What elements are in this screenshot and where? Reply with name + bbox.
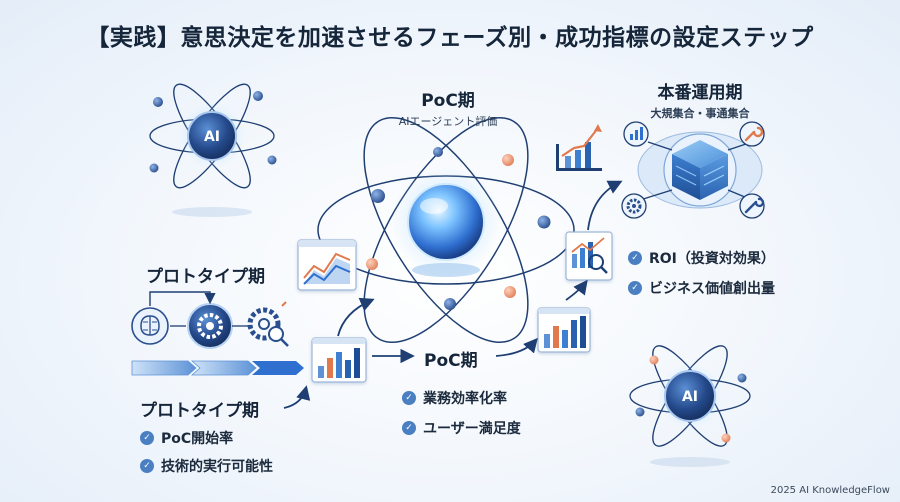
analytics-card [565,231,613,281]
prototype-metric-1: ✓PoC開始率 [140,428,273,448]
central-atom [317,116,575,344]
check-icon: ✓ [402,421,416,435]
poc-metric-2: ✓ユーザー満足度 [402,418,521,438]
prototype-upper-title: プロトタイプ期 [146,267,265,287]
ai-atom-top-left [149,83,277,217]
poc-mid-title: PoC期 [424,351,478,371]
production-title: 本番運用期 [657,83,743,103]
growth-chart-icon [556,124,602,171]
ai-label-top: AI [204,129,220,145]
prototype-lower-title: プロトタイプ期 [140,401,259,421]
production-subtitle: 大規集合・事通集合 [650,107,750,120]
gear-satellite-icon [621,193,647,219]
gear-icon [187,303,233,349]
poc-top-subtitle: AIエージェント評価 [398,115,498,128]
progress-chevrons [131,360,304,376]
production-metric-1: ✓ROI（投資対効果） [628,248,775,268]
check-icon: ✓ [628,281,642,295]
footer-credit: 2025 AI KnowledgeFlow [770,485,890,496]
brain-icon [131,307,169,345]
bar-chart-card-lower [311,337,367,383]
server-icon [637,131,763,209]
wrench-satellite-icon [739,121,765,147]
bar-chart-card-mid [537,307,591,353]
poc-top-title: PoC期 [421,91,475,111]
check-icon: ✓ [402,391,416,405]
chart-satellite-icon [623,121,649,147]
page-title: 【実践】意思決定を加速させるフェーズ別・成功指標の設定ステップ [86,25,814,51]
poc-metric-1: ✓業務効率化率 [402,388,521,408]
area-chart-card [297,239,357,291]
production-metric-2: ✓ビジネス価値創出量 [628,278,775,298]
prototype-metric-2: ✓技術的実行可能性 [140,456,273,476]
check-icon: ✓ [140,431,154,445]
ai-atom-bottom-right [629,345,751,467]
check-icon: ✓ [140,459,154,473]
check-icon: ✓ [628,251,642,265]
tool-satellite-icon [739,193,765,219]
settings-search-icon [247,301,289,347]
ai-label-bottom: AI [682,389,698,405]
